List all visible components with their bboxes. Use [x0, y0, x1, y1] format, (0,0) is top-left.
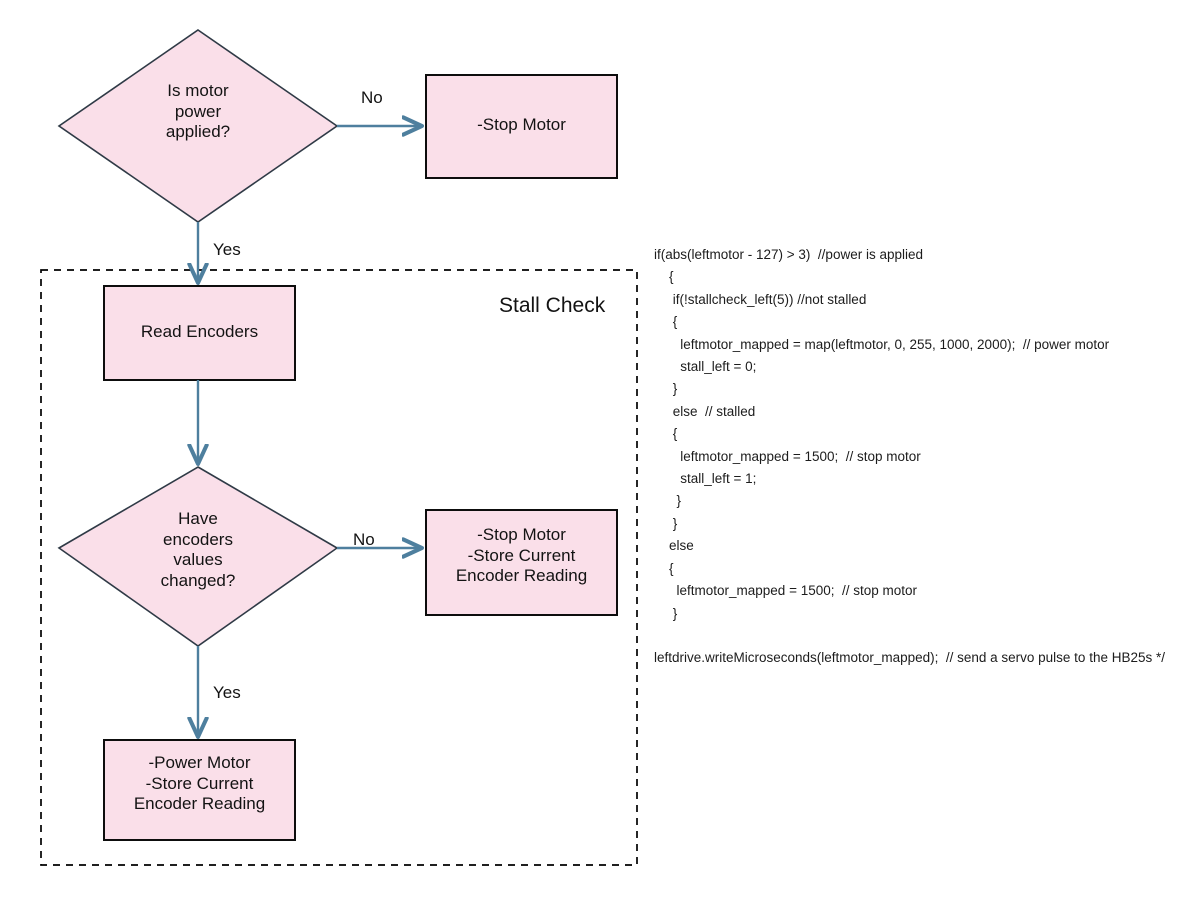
code-line: leftmotor_mapped = 1500; // stop motor — [654, 448, 921, 464]
code-line: else — [654, 538, 694, 554]
action-power-store-shape[interactable] — [103, 739, 296, 841]
code-line: leftdrive.writeMicroseconds(leftmotor_ma… — [654, 650, 1165, 666]
action-stop-motor-shape[interactable] — [425, 74, 618, 179]
decision-motor-power-shape[interactable] — [57, 29, 339, 223]
code-line: leftmotor_mapped = map(leftmotor, 0, 255… — [654, 336, 1110, 352]
code-line: else // stalled — [654, 403, 756, 419]
action-stop-store-shape[interactable] — [425, 509, 618, 616]
code-line: { — [654, 560, 674, 576]
code-line: leftmotor_mapped = 1500; // stop motor — [654, 583, 918, 599]
action-read-encoders-shape[interactable] — [103, 285, 296, 381]
decision-encoders-changed-shape[interactable] — [57, 466, 339, 647]
code-line: stall_left = 0; — [654, 359, 757, 375]
code-line: { — [654, 269, 674, 285]
code-line: { — [654, 426, 678, 442]
code-line: } — [654, 605, 678, 621]
code-panel: if(abs(leftmotor - 127) > 3) //power is … — [654, 244, 1194, 670]
code-line: { — [654, 314, 678, 330]
code-line-blank — [654, 625, 1194, 647]
code-line: } — [654, 381, 678, 397]
code-line: } — [654, 515, 678, 531]
stall-check-group-border — [40, 269, 638, 866]
code-line: if(!stallcheck_left(5)) //not stalled — [654, 291, 867, 307]
code-line: } — [654, 493, 682, 509]
code-line: stall_left = 1; — [654, 471, 757, 487]
code-line: if(abs(leftmotor - 127) > 3) //power is … — [654, 247, 923, 262]
